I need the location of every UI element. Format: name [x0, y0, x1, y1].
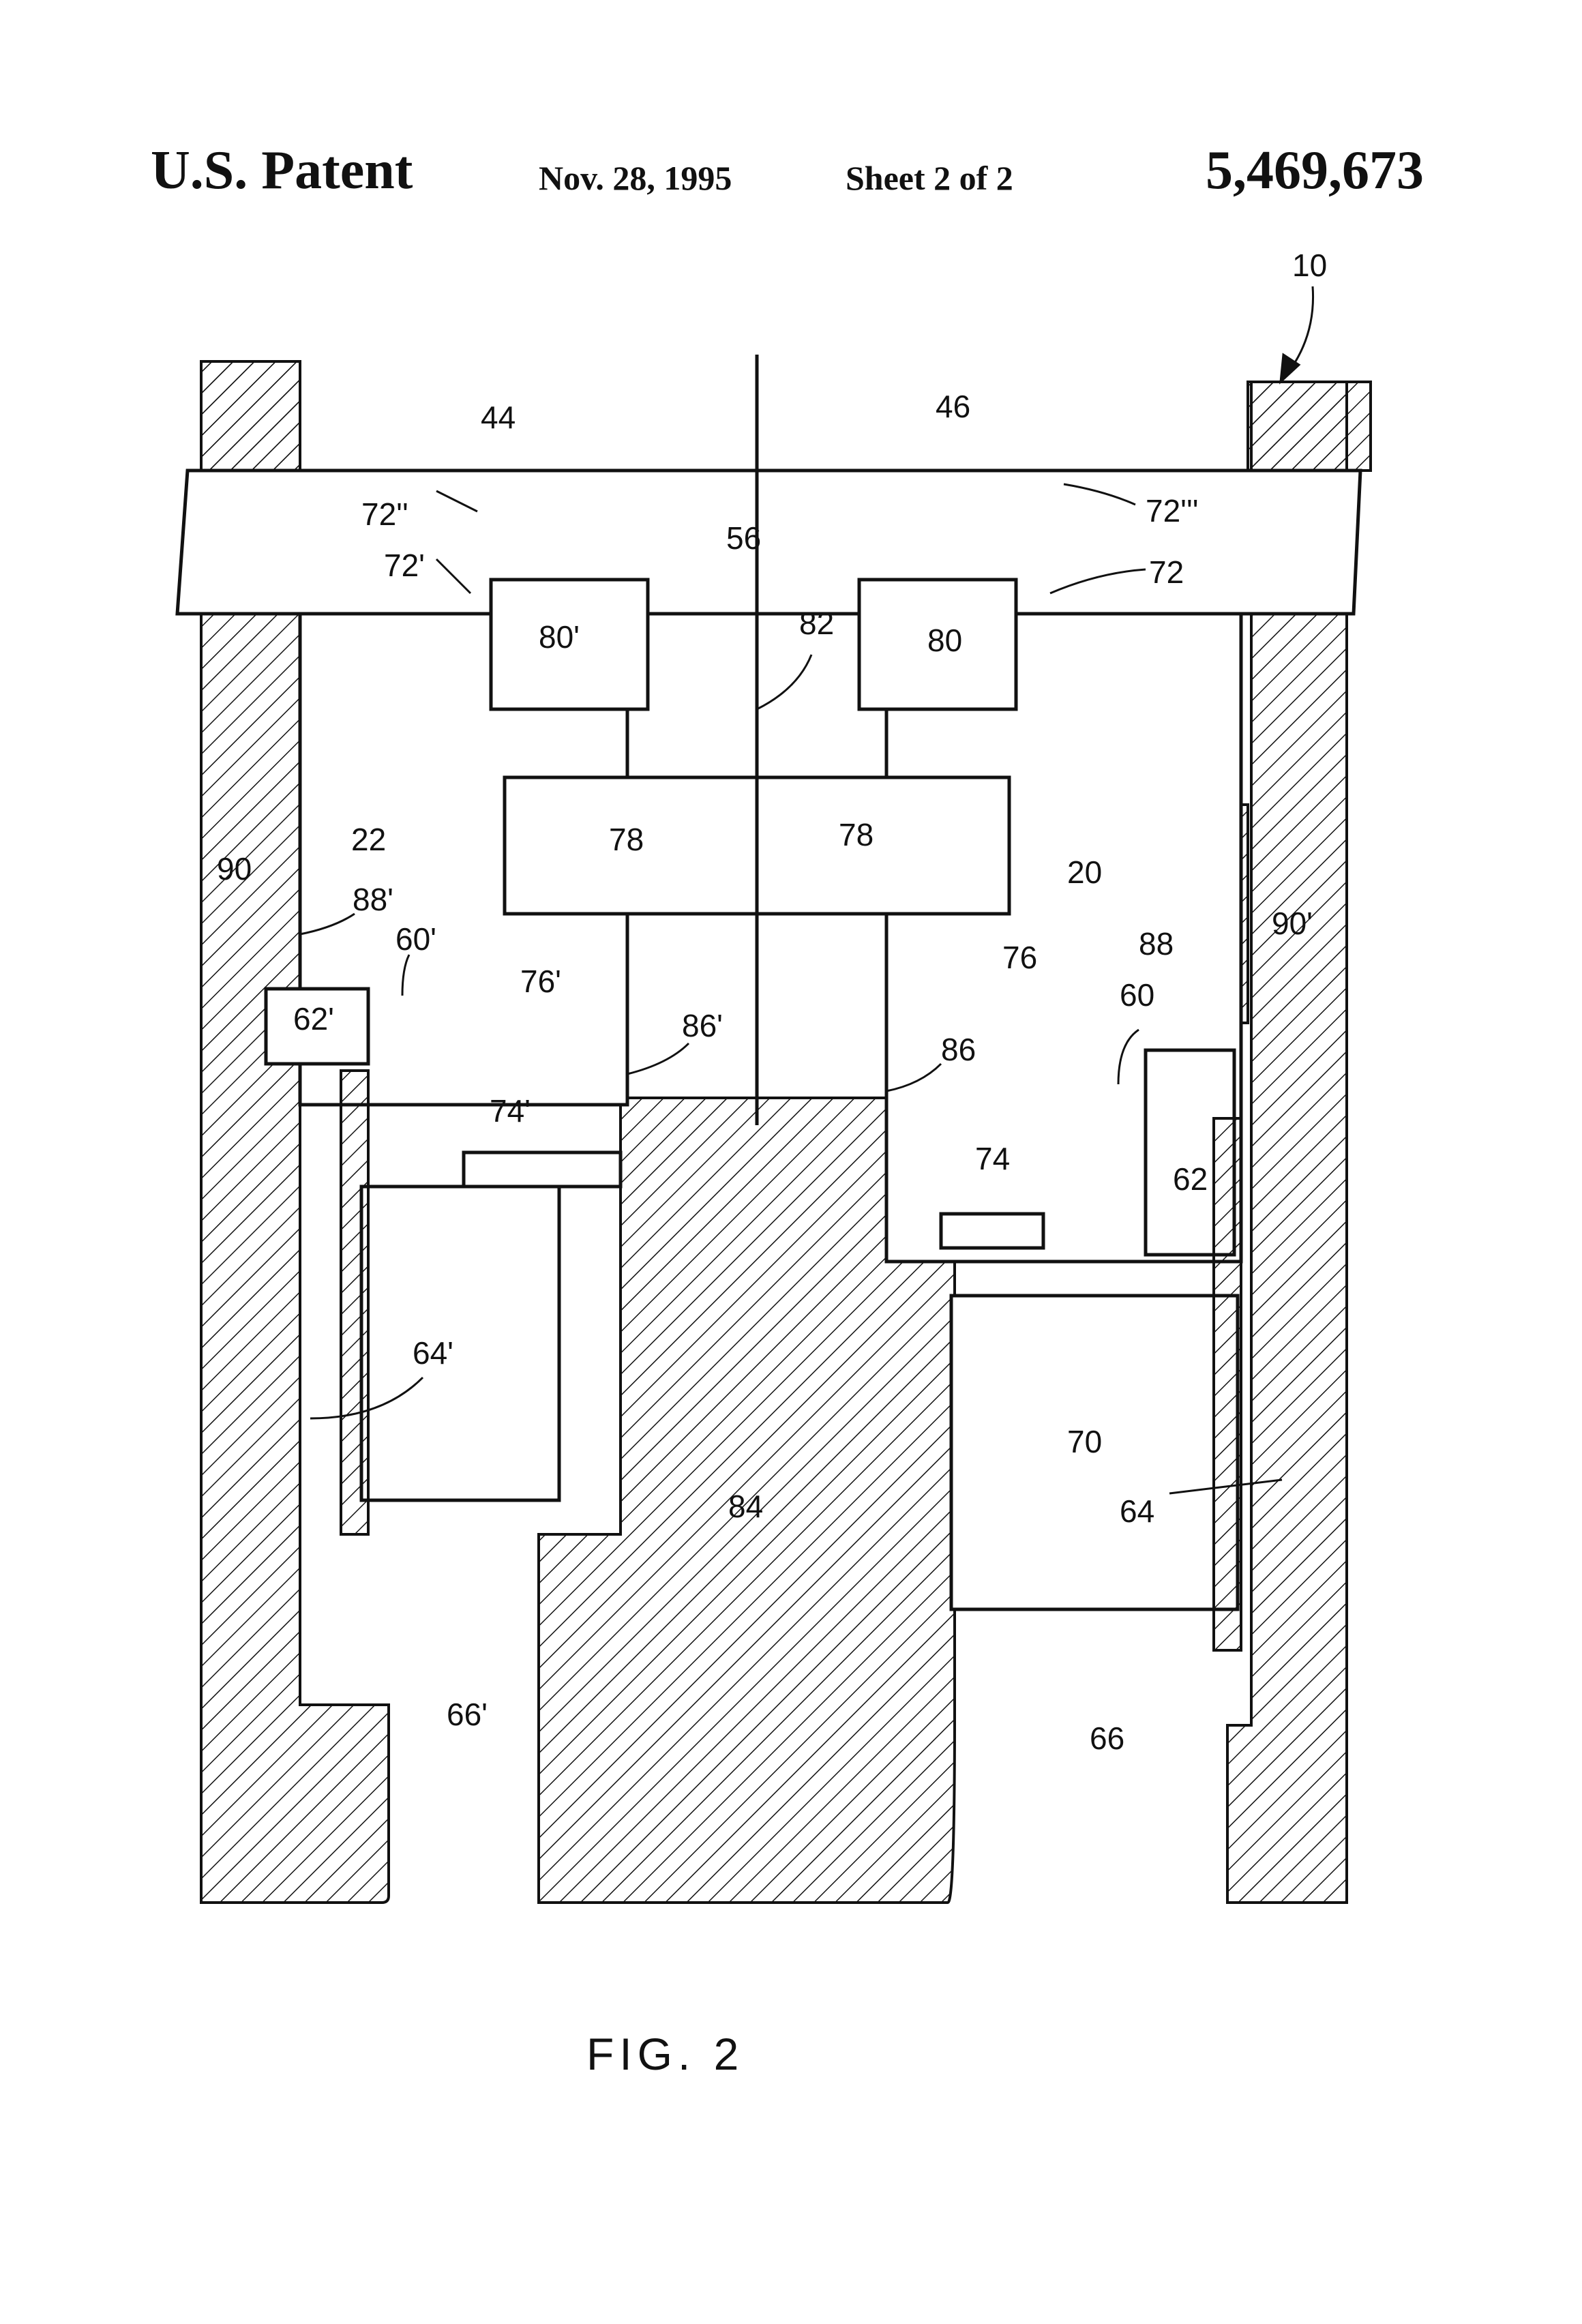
ref-78b: 78 [839, 817, 874, 852]
bath-80-right [857, 578, 1018, 711]
leader-72d [1049, 568, 1146, 595]
left-walkway-ground [340, 1069, 1242, 1652]
leader-72c [435, 558, 472, 595]
ground-top-left [200, 360, 301, 472]
leader-86b [886, 1062, 942, 1092]
leader-60b [1117, 1028, 1139, 1085]
leader-64b [1169, 1478, 1283, 1495]
ref-72a: 72'' [361, 496, 408, 532]
ref-72b: 72''' [1146, 493, 1199, 528]
ref-84: 84 [728, 1489, 763, 1524]
ref-62a: 62' [293, 1001, 334, 1037]
reference-labels: 10 44 46 56 72'' 72''' 72' 72 80' 80 82 … [217, 248, 1327, 1756]
ref-82: 82 [799, 606, 834, 641]
ref-70: 70 [1067, 1424, 1102, 1459]
figure-caption: FIG. 2 [586, 2029, 744, 2079]
building-walls [175, 355, 1362, 1611]
patent-number: 5,469,673 [1206, 140, 1424, 200]
sheet-number: Sheet 2 of 2 [846, 159, 1013, 197]
bedroom-78-left [503, 775, 759, 916]
ref-76a: 76' [520, 964, 561, 999]
left-ground [200, 360, 390, 1904]
corridor-56 [175, 468, 1362, 616]
ref-60a: 60' [395, 921, 436, 957]
ref-56: 56 [726, 520, 761, 556]
ground-top-right [1247, 381, 1372, 472]
garage-64-left [359, 1185, 561, 1502]
ref-74b: 74 [975, 1141, 1010, 1176]
ref-10: 10 [1292, 248, 1327, 283]
patent-label: U.S. Patent [151, 140, 413, 200]
leader-86a [627, 1042, 690, 1075]
ref-72c: 72' [384, 548, 425, 583]
bedroom-78-right [755, 775, 1011, 916]
leader-64a [310, 1376, 424, 1420]
ref-20: 20 [1067, 854, 1102, 890]
ref-78a: 78 [609, 822, 644, 857]
ref-90b: 90' [1272, 906, 1313, 941]
hatched-grounds [200, 360, 1372, 1904]
ref-90a: 90 [217, 851, 252, 887]
kitchen-74-right [939, 1212, 1045, 1250]
entry-62-left [264, 987, 370, 1066]
ref-86a: 86' [682, 1008, 723, 1043]
walkway-strip-left [340, 1069, 370, 1536]
bath-80-left [489, 578, 650, 711]
ref-66a: 66' [447, 1697, 488, 1732]
ref-62b: 62 [1173, 1161, 1208, 1197]
ref-60b: 60 [1120, 977, 1154, 1013]
leader-lines [299, 286, 1315, 1495]
arrow-10-leader [1287, 286, 1315, 372]
leader-82 [756, 654, 813, 711]
ref-66b: 66 [1090, 1720, 1124, 1756]
leader-72b [1063, 483, 1136, 506]
ref-74a: 74' [490, 1093, 531, 1129]
walkway-strip-right [1212, 1117, 1242, 1652]
center-ground-84 [537, 1097, 956, 1904]
ref-88a: 88' [353, 882, 393, 917]
ref-80a: 80' [539, 619, 580, 655]
ref-80b: 80 [927, 623, 962, 658]
ref-76b: 76 [1002, 940, 1037, 975]
ref-72d: 72 [1149, 554, 1184, 590]
patent-date: Nov. 28, 1995 [539, 159, 732, 197]
ref-44: 44 [481, 400, 516, 435]
garage-70-right [949, 1294, 1240, 1611]
ref-88b: 88 [1139, 926, 1174, 962]
kitchen-74-left [462, 1150, 623, 1189]
leader-88a [299, 912, 355, 936]
ref-86b: 86 [941, 1032, 976, 1067]
leader-60a [401, 954, 411, 996]
ref-64a: 64' [413, 1335, 453, 1371]
leader-72a [436, 490, 478, 513]
arrow-10-head [1279, 353, 1301, 385]
ref-64b: 64 [1120, 1493, 1154, 1529]
ref-22: 22 [351, 822, 386, 857]
ref-46: 46 [936, 389, 970, 424]
